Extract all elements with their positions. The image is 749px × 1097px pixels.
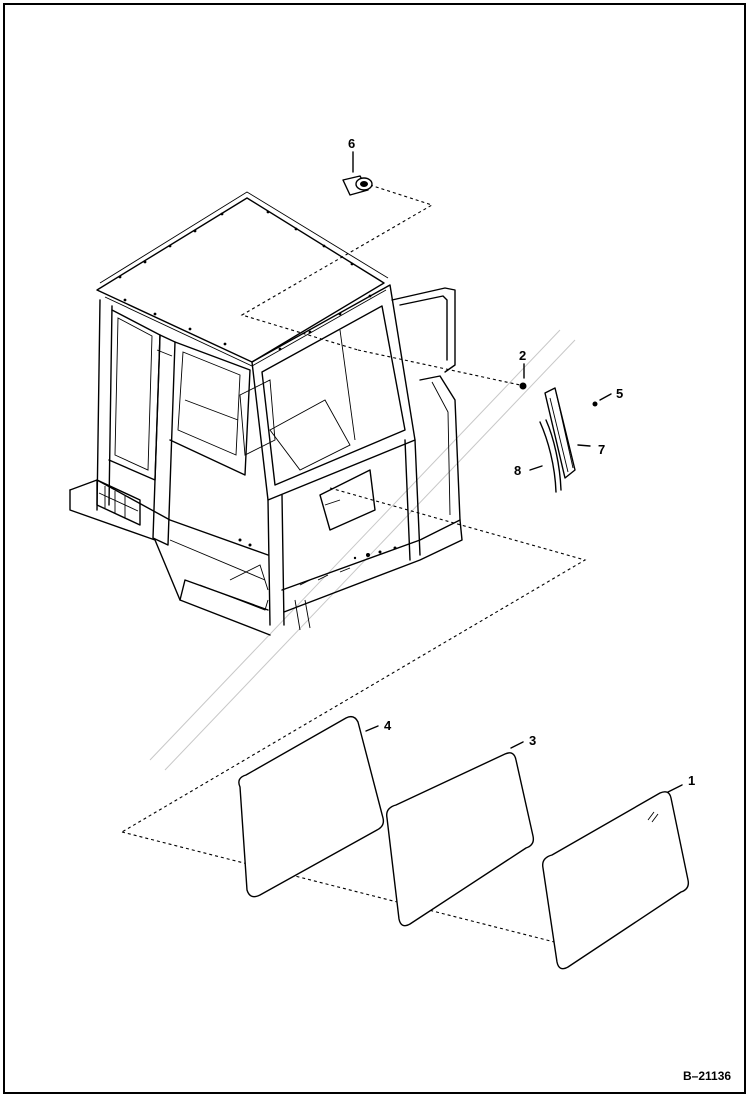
reference-code: B–21136 [683, 1069, 731, 1083]
callout-3: 3 [529, 733, 536, 748]
callout-2: 2 [519, 348, 526, 363]
roof-rivets [118, 210, 372, 351]
part-1-glass-panel [542, 784, 690, 970]
fastener-dots [238, 538, 397, 560]
callout-6: 6 [348, 136, 355, 151]
part-7-seal-strip [544, 387, 591, 479]
callout-7: 7 [598, 442, 605, 457]
callout-labels: 1 2 3 4 5 6 7 8 [348, 136, 695, 788]
watermark-lines [149, 329, 576, 771]
callout-4: 4 [384, 718, 392, 733]
callout-8: 8 [514, 463, 521, 478]
cab-roof [96, 197, 385, 363]
part-5-screw [592, 393, 612, 407]
part-3-glass-panel [386, 741, 535, 927]
callout-5: 5 [616, 386, 623, 401]
cab-assembly [69, 191, 463, 636]
diagram-border [3, 3, 746, 1094]
dashed-leader-lines [121, 184, 587, 949]
control-panel-grid [96, 479, 141, 526]
part-8-seal-strip [529, 419, 562, 493]
callout-1: 1 [688, 773, 695, 788]
part-4-glass-panel [238, 715, 385, 898]
part-2-nut [519, 363, 527, 390]
part-6-dome-light [342, 151, 373, 196]
